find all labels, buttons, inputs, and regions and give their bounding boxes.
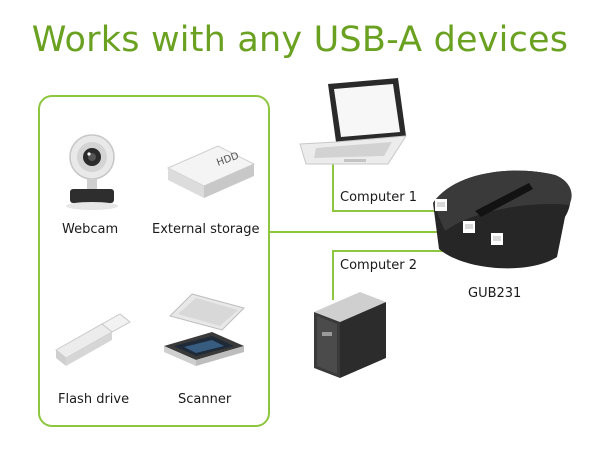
desktop-tower-icon	[314, 292, 386, 378]
device-label-scanner: Scanner	[178, 392, 232, 407]
usb-devices-panel	[38, 95, 270, 427]
usb-switch-icon	[433, 170, 572, 269]
page-title: Works with any USB-A devices	[31, 20, 569, 60]
flash-drive-icon	[55, 313, 131, 366]
device-label-webcam: Webcam	[62, 222, 119, 237]
scanner-icon	[164, 293, 245, 366]
webcam-icon	[66, 134, 118, 210]
laptop-icon	[299, 78, 407, 165]
device-label-external-storage: External storage	[152, 222, 260, 237]
computer-2-label: Computer 2	[340, 258, 418, 273]
hdd-icon: HDD	[166, 145, 256, 198]
switch-label: GUB231	[468, 286, 522, 301]
device-label-flash-drive: Flash drive	[58, 392, 130, 407]
computer-1-label: Computer 1	[340, 190, 418, 205]
